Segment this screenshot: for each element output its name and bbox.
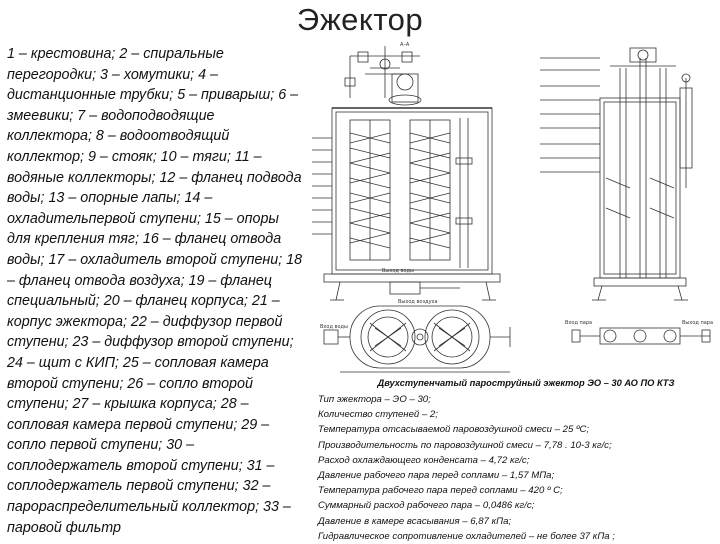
spec-line: Производительность по паровоздушной смес…	[318, 439, 612, 451]
label-view-a: А–А	[400, 42, 410, 48]
spec-line: Гидравлическое сопротивление охладителей…	[318, 530, 615, 542]
ejector-drawing: Выход воды Выход воздуха Вход воды А–А В…	[312, 42, 713, 373]
page-title: Эжектор	[296, 2, 424, 37]
label-vyhod-vozduha: Выход воздуха	[398, 299, 438, 305]
specs-list: Тип эжектора – ЭО – 30; Количество ступе…	[318, 392, 718, 544]
specs-heading: Двухступенчатый пароструйный эжектор ЭО …	[377, 378, 675, 388]
spec-line: Суммарный расход рабочего пара – 0,0486 …	[318, 500, 535, 512]
spec-line: Температура отсасываемой паровоздушной с…	[318, 424, 590, 436]
spec-line: Давление в камере всасывания – 6,87 кПа;	[318, 515, 512, 527]
label-detail-right: Выход пара	[682, 320, 713, 326]
spec-line: Количество ступеней – 2;	[318, 409, 438, 421]
spec-line: Тип эжектора – ЭО – 30;	[318, 394, 431, 405]
parts-legend: 1 – крестовина; 2 – спиральные перегород…	[7, 46, 303, 536]
label-vyhod-vody: Выход воды	[382, 268, 414, 274]
spec-line: Расход охлаждающего конденсата – 4,72 кг…	[318, 454, 530, 466]
label-detail-left: Вход пара	[565, 320, 592, 326]
spec-line: Давление рабочего пара перед соплами – 1…	[318, 470, 555, 482]
spec-line: Температура рабочего пара перед соплами …	[318, 485, 563, 497]
label-vhod-vody: Вход воды	[320, 324, 348, 330]
